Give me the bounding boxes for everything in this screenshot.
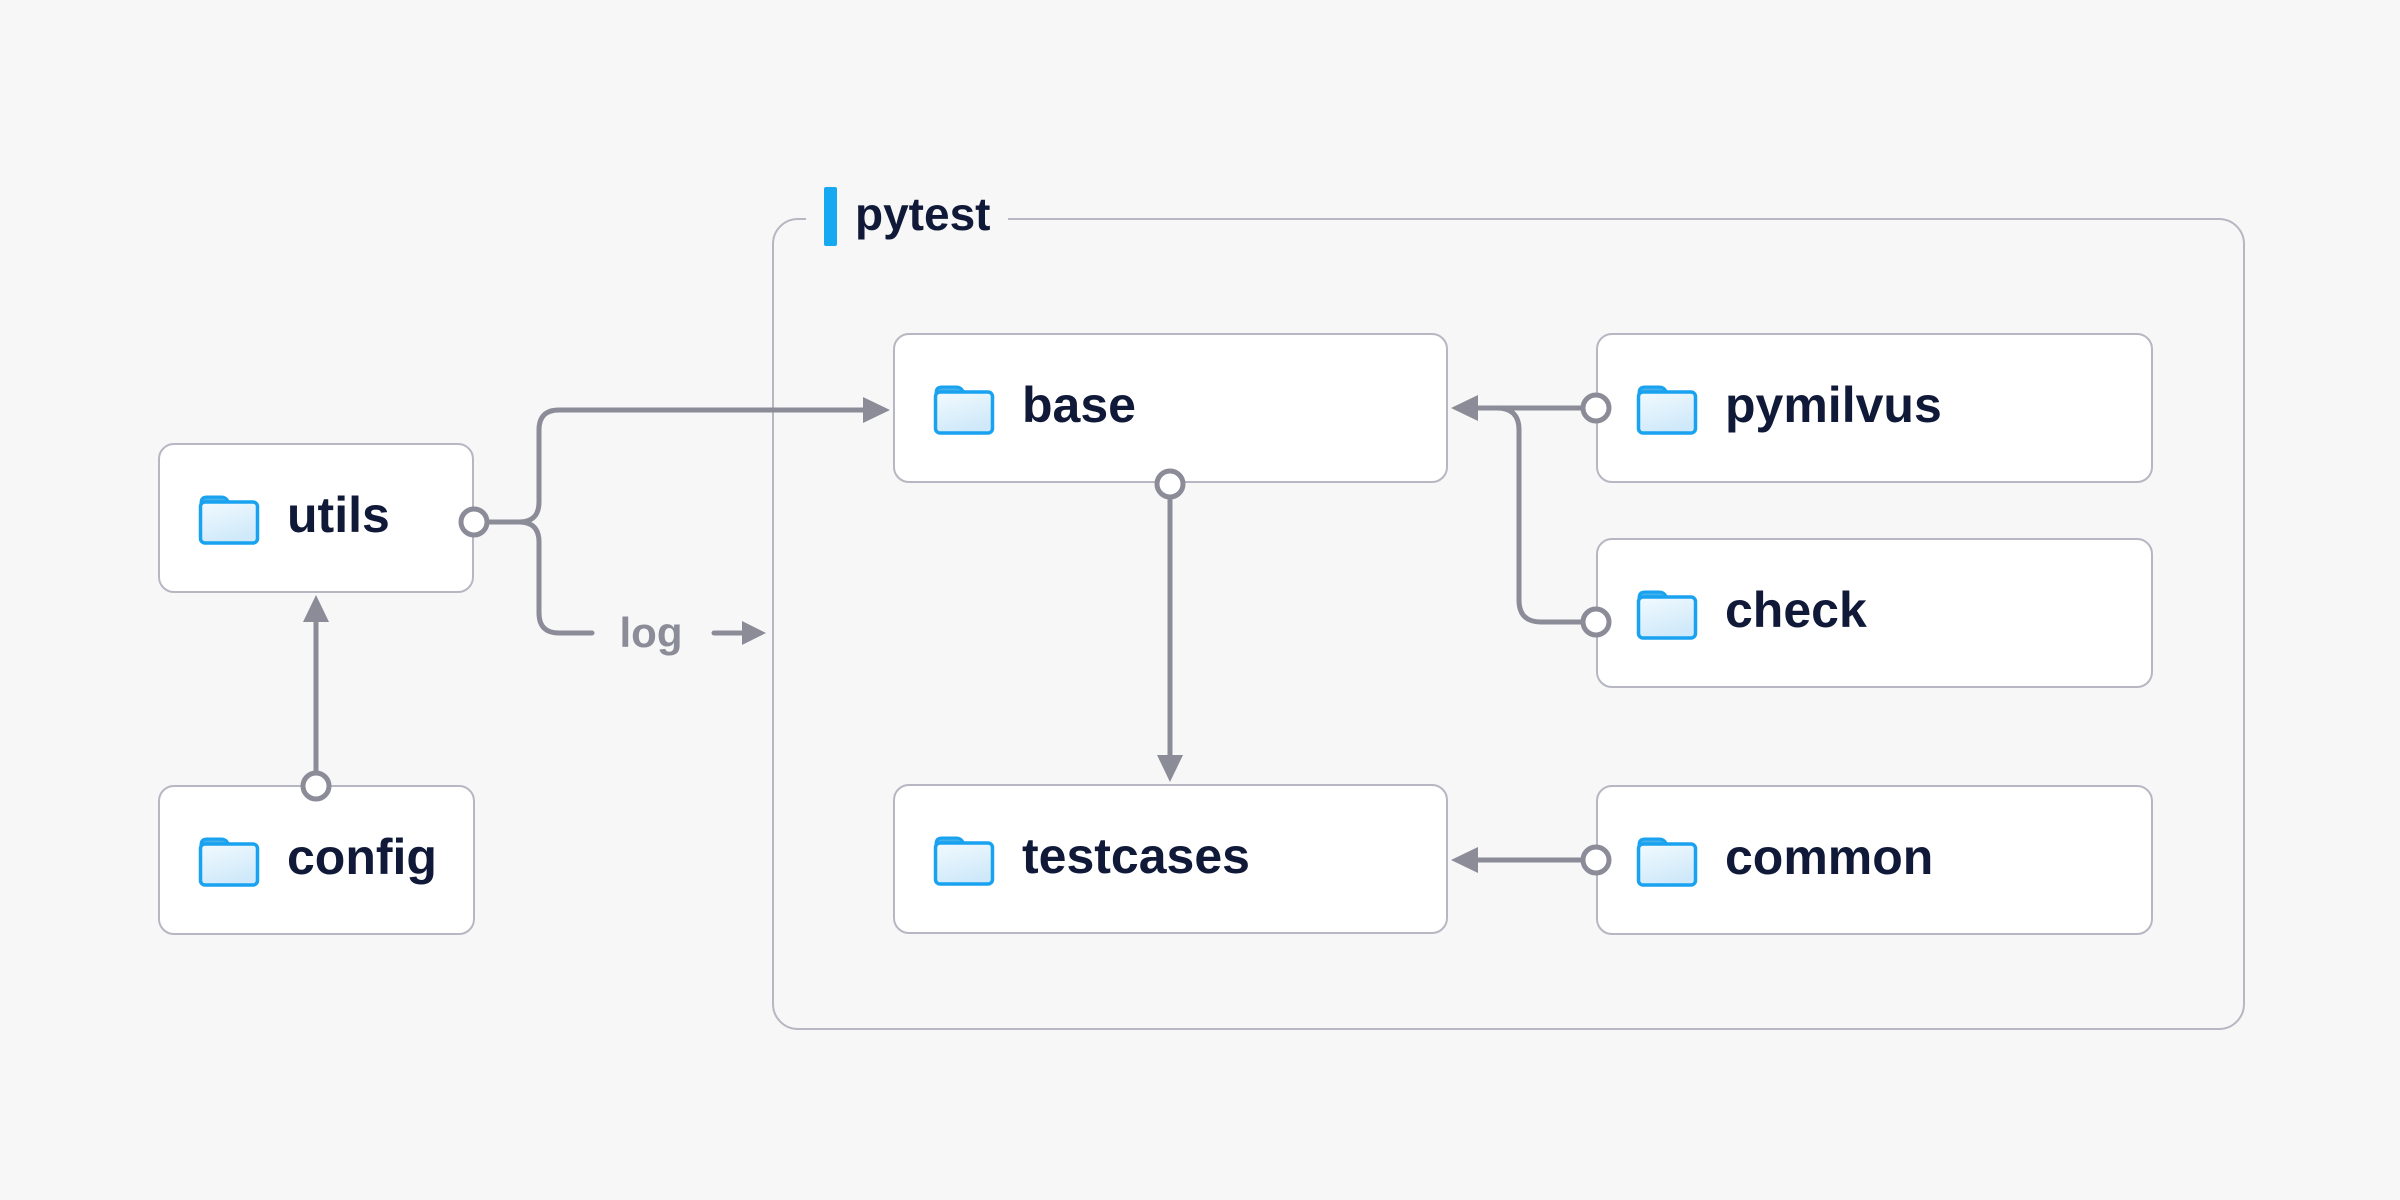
arrowhead-right-log	[742, 621, 766, 645]
folder-icon	[1636, 837, 1698, 887]
folder-icon	[933, 385, 995, 435]
folder-icon	[1636, 385, 1698, 435]
node-label-check: check	[1725, 582, 1867, 638]
folder-icon	[1636, 590, 1698, 640]
node-label-testcases: testcases	[1022, 828, 1250, 884]
pytest-group-label: pytest	[806, 178, 1009, 254]
pytest-group-title: pytest	[855, 188, 991, 240]
folder-icon	[198, 837, 260, 887]
folder-icon	[198, 495, 260, 545]
edge-label-log: log	[619, 609, 683, 656]
folder-icon	[933, 836, 995, 886]
node-pymilvus: pymilvus	[1596, 333, 2153, 483]
node-testcases: testcases	[893, 784, 1448, 934]
accent-bar	[824, 186, 837, 246]
arrowhead-up-utils	[303, 595, 329, 622]
edge-utils-log	[516, 519, 595, 636]
node-base: base	[893, 333, 1448, 483]
node-common: common	[1596, 785, 2153, 935]
node-label-base: base	[1022, 377, 1136, 433]
node-label-common: common	[1725, 829, 1934, 885]
node-label-config: config	[287, 829, 437, 885]
node-utils: utils	[158, 443, 474, 593]
node-check: check	[1596, 538, 2153, 688]
pytest-group-container	[772, 218, 2245, 1030]
node-label-pymilvus: pymilvus	[1725, 377, 1942, 433]
node-label-utils: utils	[287, 487, 390, 543]
node-config: config	[158, 785, 475, 935]
